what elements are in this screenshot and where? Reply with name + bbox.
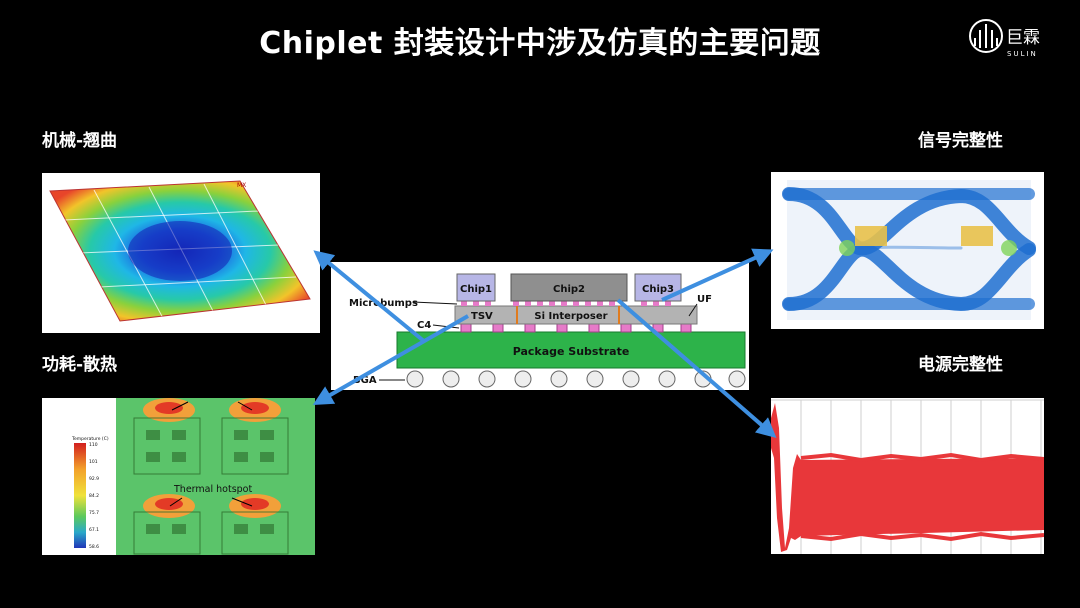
thermal-hotspot-annotation: Thermal hotspot — [173, 484, 252, 495]
eye-diagram-image — [771, 172, 1044, 329]
thermal-label: 功耗-散热 — [42, 355, 118, 375]
chip2-label: Chip2 — [553, 284, 585, 295]
thermal-legend-title: Temperature (C) — [71, 436, 109, 442]
chip3-label: Chip3 — [642, 284, 674, 295]
warpage-label: 机械-翘曲 — [42, 131, 118, 151]
chip1 — [456, 273, 496, 302]
legend-tick-4: 84.2 — [89, 493, 99, 499]
uf-callout: UF — [697, 294, 712, 305]
legend-tick-5: 75.7 — [89, 510, 99, 516]
power-noise-waveform-image — [771, 398, 1044, 554]
legend-tick-7: 58.6 — [89, 544, 99, 550]
arrow-to-warpage — [313, 250, 427, 344]
warpage-simulation-image: MX — [42, 173, 320, 333]
microbumps — [461, 301, 671, 306]
arrow-to-power-integrity — [616, 298, 777, 438]
page-title: Chiplet 封装设计中涉及仿真的主要问题 — [259, 26, 821, 61]
chip2 — [510, 273, 628, 302]
bga-balls — [406, 370, 746, 388]
microbumps-callout: Microbumps — [349, 298, 418, 309]
chip1-label: Chip1 — [460, 284, 492, 295]
power-integrity-label: 电源完整性 — [918, 355, 1003, 375]
c4-callout: C4 — [417, 320, 431, 331]
legend-tick-3: 92.9 — [89, 476, 99, 482]
sulin-logo-icon: 巨霖 SULIN — [969, 19, 1040, 58]
signal-integrity-label: 信号完整性 — [918, 131, 1003, 151]
thermal-map-image: Thermal hotspot Temperature (C) 110 101 … — [42, 398, 315, 555]
bga-callout: BGA — [353, 375, 377, 386]
substrate-label: Package Substrate — [513, 345, 630, 358]
thermal-color-legend — [74, 443, 86, 548]
tsv-callout: TSV — [471, 311, 493, 322]
company-logo: 巨霖 SULIN — [966, 16, 1056, 60]
power-noise-waveform — [771, 403, 1044, 552]
legend-tick-6: 67.1 — [89, 527, 99, 533]
warpage-max-tag: MX — [237, 182, 246, 189]
legend-tick-2: 101 — [89, 459, 98, 465]
legend-tick-1: 110 — [89, 442, 98, 448]
arrow-to-thermal — [312, 314, 469, 405]
arrow-to-signal-integrity — [661, 248, 774, 302]
interposer-label: Si Interposer — [534, 311, 607, 322]
logo-subtext: SULIN — [1007, 50, 1038, 58]
logo-text: 巨霖 — [1006, 28, 1040, 48]
